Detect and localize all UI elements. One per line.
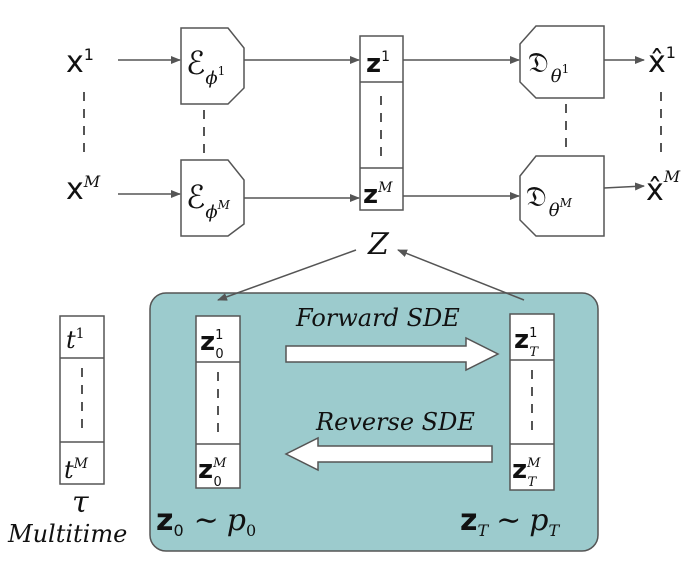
latent-stack [359,35,404,211]
forward-sde-arrow [285,336,500,372]
zt-distribution-caption: zT∼pT [460,503,561,540]
z0-stack [195,315,241,489]
encoder-m-label: ℰϕM [186,178,231,223]
forward-sde-label: Forward SDE [295,304,460,332]
reverse-sde-label: Reverse SDE [315,408,475,436]
decoder-m-shape [519,155,605,237]
multitime-stack [59,315,105,485]
z0-distribution-caption: z0∼p0 [156,503,256,540]
latent-set-label: Z [367,227,390,262]
multitime-t-1: t1 [66,326,85,354]
encoder-1-label: ℰϕ1 [186,44,225,89]
arrow-zt-to-z [397,249,525,301]
decoder-1-shape [519,25,605,99]
output-xhat-1: x̂1 [648,43,676,80]
arrow-decoderm-to-output [603,182,645,191]
zt-stack [509,313,555,491]
multitime-caption: Multitime [7,520,127,548]
input-x-m: xM [66,172,101,207]
latent-z-m: zM [363,180,393,210]
encoder-1-shape [180,27,245,105]
arrow-z-to-z0 [217,249,357,301]
input-x-1: x1 [66,45,94,80]
encoder-m-shape [180,159,245,237]
output-xhat-m: x̂M [646,167,681,208]
multitime-symbol: τ [72,485,89,520]
reverse-sde-arrow [284,436,493,472]
multitime-t-m: tM [64,456,89,484]
latent-z-1: z1 [366,49,390,79]
